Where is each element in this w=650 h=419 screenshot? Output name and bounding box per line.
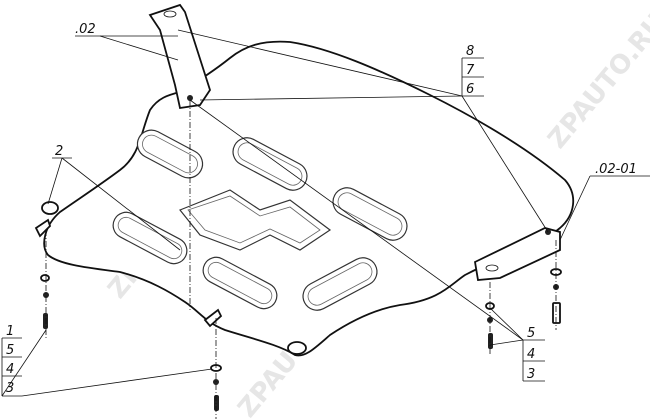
leader-lines [1, 29, 650, 419]
stamped-slots [112, 129, 408, 311]
label-5: 5 [6, 343, 14, 358]
label-5: 5 [527, 326, 535, 341]
label-8: 8 [466, 44, 474, 59]
label-3: 3 [527, 367, 535, 382]
label-02-01: .02-01 [595, 162, 637, 177]
label-4: 4 [6, 362, 14, 377]
label-2: 2 [55, 144, 63, 159]
skid-plate-outline [43, 40, 574, 357]
callout-2: 2 [55, 144, 63, 159]
label-02: .02 [75, 22, 96, 37]
callout-stack-left: 1 5 4 3 [1, 324, 22, 397]
callout-02: .02 [75, 22, 96, 37]
bracket-02 [148, 3, 211, 110]
label-4: 4 [527, 347, 535, 362]
watermark: ZPAUTO.RU [542, 8, 650, 155]
callout-02-01: .02-01 [595, 162, 637, 177]
label-7: 7 [466, 63, 475, 78]
callout-stack-right: 5 4 3 [522, 326, 545, 382]
label-6: 6 [466, 82, 474, 97]
label-1: 1 [6, 324, 14, 339]
label-3: 3 [6, 381, 14, 396]
callout-stack-top-right: 8 7 6 [461, 44, 484, 97]
